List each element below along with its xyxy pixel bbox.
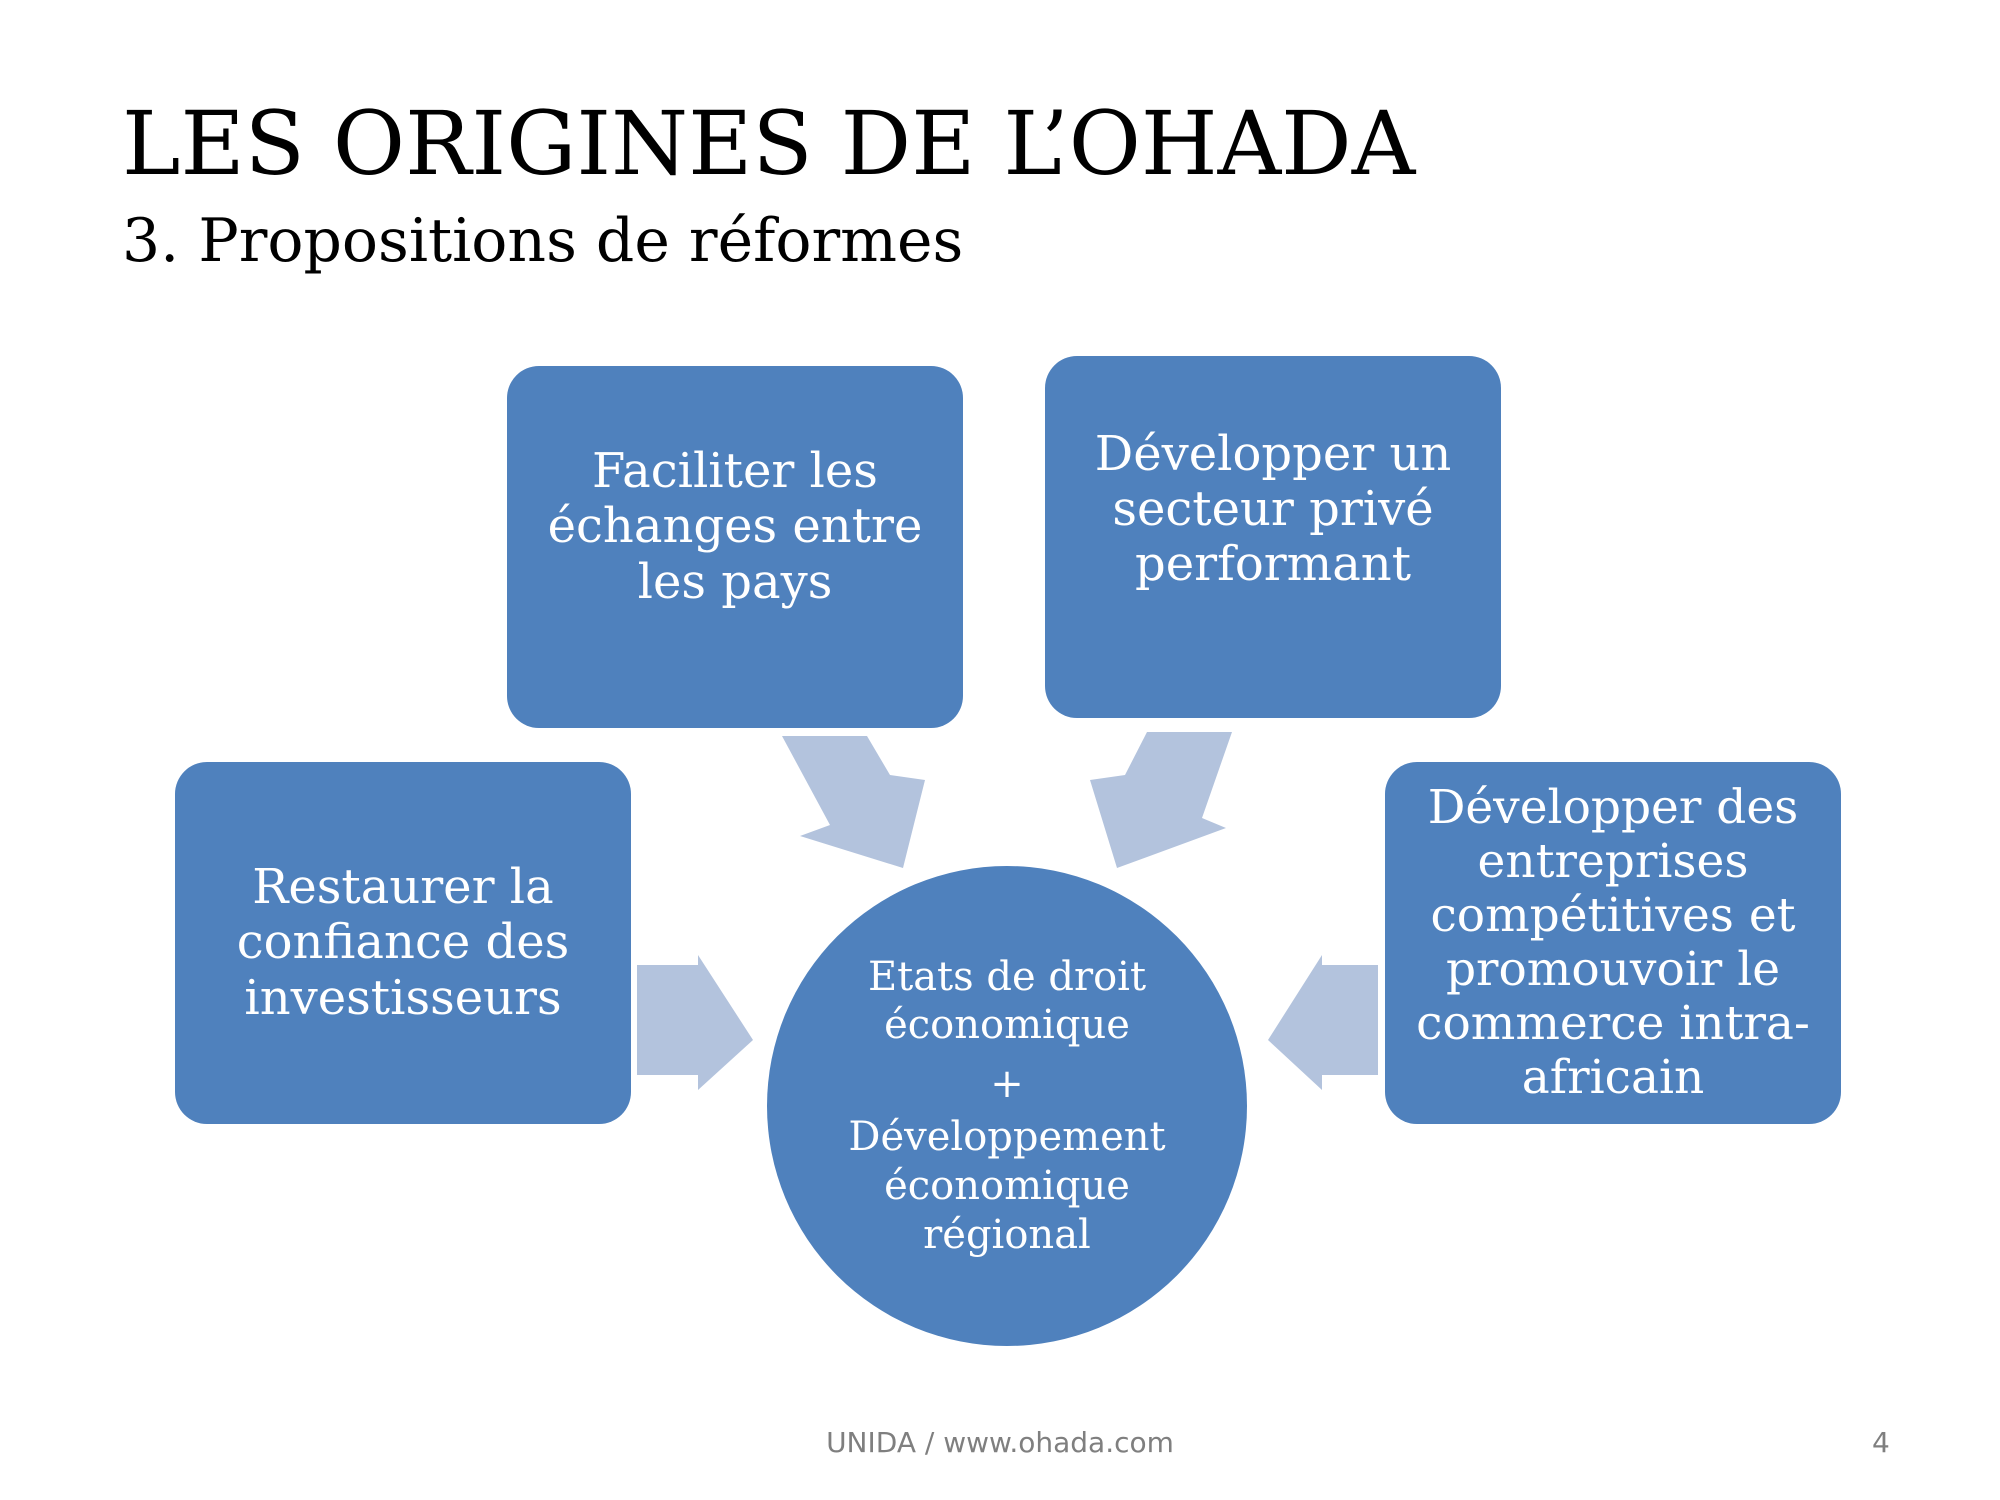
box-entreprises-competitives-label: Développer des entreprises compétitives … [1416, 779, 1810, 1106]
slide-title: LES ORIGINES DE L’OHADA [122, 92, 1416, 195]
box-faciliter-echanges: Faciliter les échanges entre les pays [507, 366, 963, 728]
arrow-right-to-center [1268, 955, 1378, 1090]
box-confiance-investisseurs: Restaurer la confiance des investisseurs [175, 762, 631, 1124]
center-circle-plus: + [990, 1061, 1024, 1108]
center-circle: Etats de droit économique + Développemen… [767, 866, 1247, 1346]
box-secteur-prive: Développer un secteur privé performant [1045, 356, 1501, 718]
arrow-top-right-to-center [1090, 732, 1232, 868]
box-faciliter-echanges-label: Faciliter les échanges entre les pays [547, 443, 923, 610]
center-circle-line2: Développement économique régional [848, 1114, 1166, 1258]
box-confiance-investisseurs-label: Restaurer la confiance des investisseurs [236, 859, 570, 1026]
page-number: 4 [1872, 1426, 1890, 1459]
arrow-top-left-to-center [782, 736, 925, 868]
box-secteur-prive-label: Développer un secteur privé performant [1094, 425, 1452, 593]
box-entreprises-competitives: Développer des entreprises compétitives … [1385, 762, 1841, 1124]
center-circle-line1: Etats de droit économique [867, 953, 1147, 1049]
slide-subtitle: 3. Propositions de réformes [122, 206, 964, 276]
arrow-left-to-center [637, 955, 753, 1090]
footer-source: UNIDA / www.ohada.com [826, 1426, 1174, 1459]
